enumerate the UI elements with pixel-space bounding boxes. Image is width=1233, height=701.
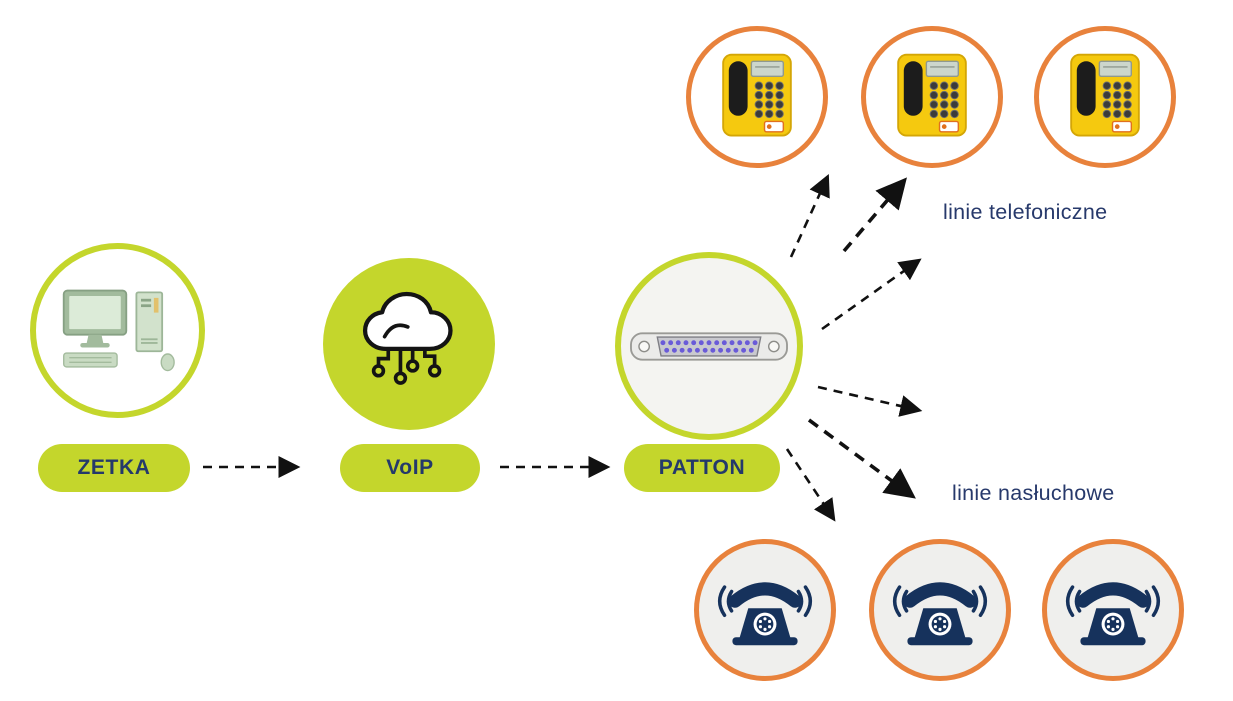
- arrow-patton-to-tele-1: [789, 173, 830, 258]
- arrow-patton-to-tele-3: [821, 258, 922, 331]
- patton-label-pill: PATTON: [624, 444, 780, 492]
- telephone-lines-label: linie telefoniczne: [943, 200, 1108, 224]
- rotary-phone-icon: [892, 582, 988, 646]
- payphone-circle-3: [1034, 26, 1176, 168]
- rotary-phone-icon: [1065, 582, 1161, 646]
- arrow-patton-to-nasl-3: [785, 448, 836, 522]
- payphone-icon: [1070, 53, 1140, 137]
- rotary-phone-circle-2: [869, 539, 1011, 681]
- voip-cloud-network-icon: [362, 291, 453, 385]
- payphone-circle-2: [861, 26, 1003, 168]
- rotary-phone-circle-3: [1042, 539, 1184, 681]
- zetka-node-circle: [30, 243, 205, 418]
- arrow-patton-to-tele-2: [842, 177, 907, 253]
- patton-label: PATTON: [658, 456, 746, 479]
- voip-label-pill: VoIP: [340, 444, 480, 492]
- desktop-computer-icon: [62, 289, 175, 371]
- voip-node-circle: [323, 258, 495, 430]
- payphone-icon: [897, 53, 967, 137]
- payphone-circle-1: [686, 26, 828, 168]
- zetka-label-pill: ZETKA: [38, 444, 190, 492]
- voip-label: VoIP: [386, 456, 434, 479]
- payphone-icon: [722, 53, 792, 137]
- db25-connector-icon: [630, 331, 788, 361]
- rotary-phone-circle-1: [694, 539, 836, 681]
- rotary-phone-icon: [717, 582, 813, 646]
- zetka-label: ZETKA: [77, 456, 151, 479]
- patton-node-circle: [615, 252, 803, 440]
- arrow-patton-to-nasl-1: [817, 385, 923, 417]
- arrow-patton-to-nasl-2: [807, 418, 916, 499]
- listening-lines-label: linie nasłuchowe: [952, 481, 1115, 505]
